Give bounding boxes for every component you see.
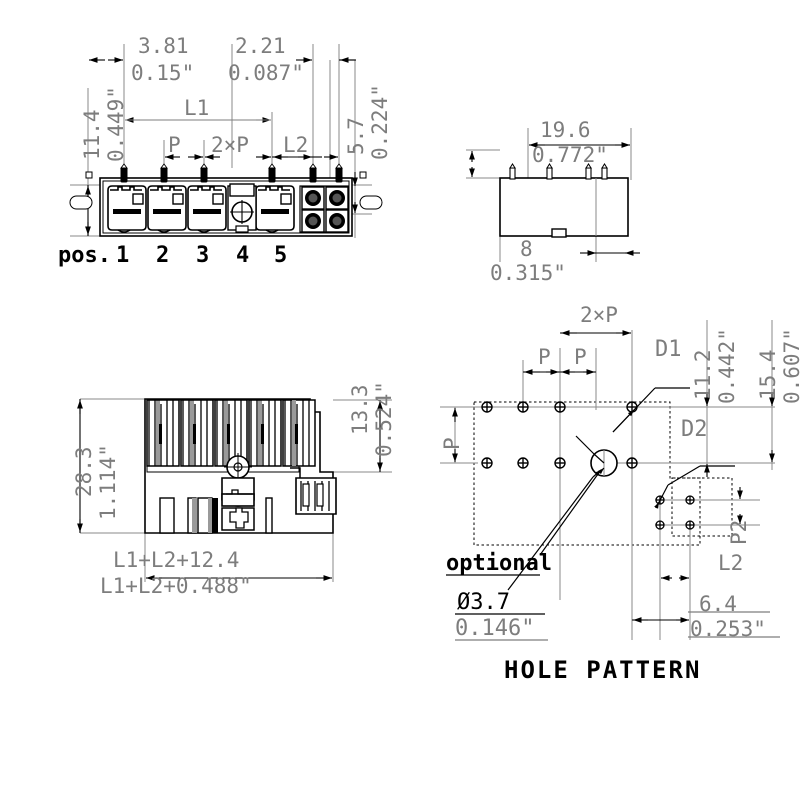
dim-2-21-inch: 0.087" <box>228 61 304 85</box>
dim-l2: L2 <box>283 133 309 157</box>
hp-dim-2xp: 2×P <box>580 303 618 327</box>
dim-l1: L1 <box>184 96 210 120</box>
dim-11-4: 11.4 <box>80 109 104 160</box>
section-view-geometry <box>77 398 392 582</box>
pos-3: 3 <box>196 243 210 268</box>
hp-label-d2: D2 <box>681 417 708 442</box>
hp-dim-dia-3-7: Ø3.7 <box>457 590 510 615</box>
dim-5-7-inch: 0.224" <box>368 84 392 160</box>
hp-dim-6-4-inch: 0.253" <box>690 617 766 641</box>
hp-label-d1: D1 <box>655 337 682 362</box>
dim-5-7: 5.7 <box>344 117 368 155</box>
hp-dim-p-left: P <box>440 437 464 450</box>
hp-dim-p2: P2 <box>727 519 751 545</box>
dim-width-mm: L1+L2+12.4 <box>113 548 240 572</box>
hp-dim-p-b: P <box>574 345 587 369</box>
dim-13-3: 13.3 <box>348 384 372 435</box>
dim-2-21: 2.21 <box>235 34 286 58</box>
hp-dim-p-a: P <box>538 345 551 369</box>
hp-dim-6-4: 6.4 <box>699 592 737 616</box>
dim-19-6-inch: 0.772" <box>532 143 608 167</box>
pos-label: pos. <box>58 243 111 268</box>
dim-28-3-inch: 1.114" <box>96 444 120 520</box>
dim-8-inch: 0.315" <box>490 261 566 285</box>
hole-pattern-geometry <box>440 320 780 641</box>
hole-pattern-title: HOLE PATTERN <box>504 656 702 684</box>
hp-dim-11-2: 11.2 <box>691 349 715 400</box>
dim-width-inch: L1+L2+0.488" <box>100 574 252 598</box>
dim-3-81-inch: 0.15" <box>131 61 195 85</box>
hp-dim-11-2-inch: 0.442" <box>715 328 739 404</box>
hp-label-optional: optional <box>446 551 552 576</box>
dim-2xp: 2×P <box>211 133 249 157</box>
dim-8: 8 <box>520 237 533 261</box>
dim-19-6: 19.6 <box>540 118 591 142</box>
hp-dim-dia-3-7-inch: 0.146" <box>455 616 535 641</box>
dim-p: P <box>168 133 181 157</box>
pos-4: 4 <box>236 243 250 268</box>
pos-5: 5 <box>274 243 288 268</box>
hp-dim-15-4-inch: 0.607" <box>780 328 800 404</box>
front-view-geometry <box>69 44 383 238</box>
dim-3-81: 3.81 <box>138 34 189 58</box>
dim-28-3: 28.3 <box>72 446 96 497</box>
dim-13-3-inch: 0.524" <box>372 381 396 457</box>
hp-dim-15-4: 15.4 <box>756 349 780 400</box>
pos-1: 1 <box>116 243 130 268</box>
hp-dim-l2: L2 <box>718 551 744 575</box>
side-view-geometry <box>466 128 640 262</box>
dim-11-4-inch: 0.449" <box>104 86 128 162</box>
pos-2: 2 <box>156 243 170 268</box>
